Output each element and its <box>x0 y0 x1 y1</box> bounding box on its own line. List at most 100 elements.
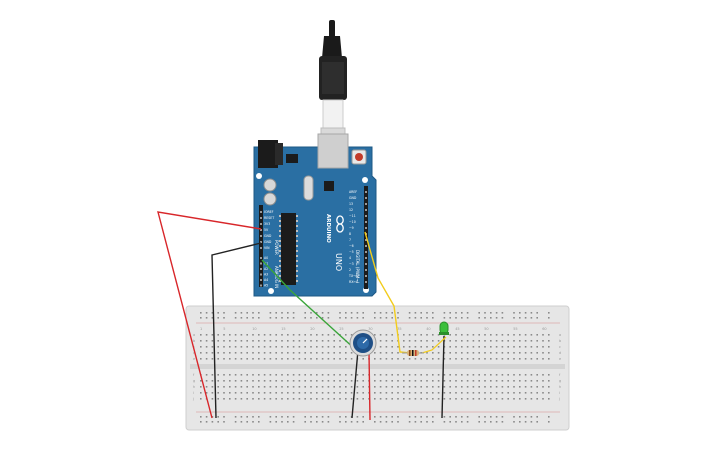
brand-logo-text: ARDUINO <box>325 214 331 243</box>
breadboard-column-number: 30 <box>368 327 372 331</box>
breadboard-row-letter: g <box>559 379 561 383</box>
breadboard-column-number: 25 <box>339 327 343 331</box>
breadboard-column-number: 50 <box>484 327 488 331</box>
header-pin[interactable] <box>365 281 367 283</box>
breadboard-row-letter: b <box>559 339 562 343</box>
pin-label: ~5 <box>349 250 354 254</box>
pin-label: GND <box>264 240 272 244</box>
header-pin[interactable] <box>365 275 367 277</box>
breadboard-row-letter: h <box>193 385 195 389</box>
breadboard-column-number: 5 <box>223 327 225 331</box>
pin-label: ~10 <box>349 220 356 224</box>
pin-label: 4 <box>349 256 351 260</box>
header-pin[interactable] <box>365 215 367 217</box>
header-pin[interactable] <box>260 241 262 243</box>
header-pin[interactable] <box>365 239 367 241</box>
pin-label: 5V <box>264 228 269 232</box>
breadboard-row-letter: j <box>558 397 560 401</box>
breadboard-column-number: 1 <box>200 327 202 331</box>
reset-button[interactable] <box>355 153 363 161</box>
power-analog-header <box>259 205 263 287</box>
breadboard-row-letter: e <box>559 357 561 361</box>
pin-label: IOREF <box>264 210 274 214</box>
header-pin[interactable] <box>260 229 262 231</box>
breadboard-column-number: 20 <box>310 327 314 331</box>
pot-black-lead[interactable] <box>351 349 359 419</box>
atmega-chip <box>279 213 298 285</box>
analog-section-label: ANALOG IN <box>274 266 279 288</box>
header-pin[interactable] <box>260 257 262 259</box>
header-pin[interactable] <box>365 245 367 247</box>
header-pin[interactable] <box>260 235 262 237</box>
power-section-label: POWER <box>274 240 279 255</box>
led-cathode-lead[interactable] <box>441 335 445 419</box>
breadboard-column-number: 60 <box>542 327 546 331</box>
pin-label: 13 <box>349 202 353 206</box>
header-pin[interactable] <box>365 191 367 193</box>
pin-label: 12 <box>349 208 353 212</box>
header-pin[interactable] <box>365 209 367 211</box>
breadboard-column-number: 45 <box>455 327 459 331</box>
breadboard-row-letter: c <box>559 345 561 349</box>
pin-label: 3V3 <box>264 222 270 226</box>
header-pin[interactable] <box>260 268 262 270</box>
breadboard-column-number: 55 <box>513 327 517 331</box>
header-pin[interactable] <box>365 251 367 253</box>
header-pin[interactable] <box>260 279 262 281</box>
breadboard-row-letter: a <box>559 333 561 337</box>
breadboard-row-letter: e <box>193 357 195 361</box>
header-pin[interactable] <box>365 203 367 205</box>
header-pin[interactable] <box>260 247 262 249</box>
header-pin[interactable] <box>365 263 367 265</box>
pot-red-lead[interactable] <box>368 351 371 421</box>
pin-label: A2 <box>264 267 268 271</box>
breadboard-row-letter: b <box>193 339 196 343</box>
led-anode-lead[interactable] <box>421 336 447 354</box>
breadboard-row-letter: a <box>193 333 195 337</box>
breadboard-column-number: 35 <box>397 327 401 331</box>
breadboard-row-letter: d <box>559 351 561 355</box>
header-pin[interactable] <box>260 262 262 265</box>
breadboard-column-number: 10 <box>252 327 256 331</box>
header-pin[interactable] <box>365 197 367 199</box>
breadboard-row-letter: j <box>192 397 194 401</box>
breadboard-row-letter: i <box>559 391 560 395</box>
header-pin[interactable] <box>260 284 262 287</box>
header-pin[interactable] <box>260 211 262 213</box>
header-pin[interactable] <box>260 217 262 219</box>
breadboard-column-number: 40 <box>426 327 430 331</box>
pin-label: VIN <box>264 246 270 250</box>
header-pin[interactable] <box>365 269 367 271</box>
digital-section-label: DIGITAL (PWM~) <box>355 250 360 284</box>
header-pin[interactable] <box>365 257 367 259</box>
breadboard-column-number: 15 <box>281 327 285 331</box>
pin-label: ~6 <box>349 244 354 248</box>
wires <box>157 211 447 421</box>
infinity-logo <box>336 215 344 233</box>
header-pin[interactable] <box>260 223 262 225</box>
pin-label: GND <box>349 196 357 200</box>
pin-label: A4 <box>264 278 268 282</box>
green-led[interactable] <box>439 321 449 335</box>
pin-label: RX←0 <box>349 280 358 284</box>
yellow-wire-pin9[interactable] <box>364 231 411 354</box>
model-label: UNO <box>334 253 343 271</box>
red-wire-5v[interactable] <box>157 211 262 419</box>
header-pin[interactable] <box>260 273 262 276</box>
black-wire-gnd[interactable] <box>211 242 262 419</box>
pin-label: 8 <box>349 232 351 236</box>
pin-label: A5 <box>264 284 268 288</box>
breadboard-row-letter: g <box>193 379 195 383</box>
potentiometer[interactable] <box>349 329 377 357</box>
green-wire-a0[interactable] <box>261 259 357 351</box>
pin-label: ~11 <box>349 214 356 218</box>
pin-label: 7 <box>349 238 351 242</box>
resistor[interactable] <box>402 350 424 356</box>
header-pin[interactable] <box>365 221 367 223</box>
header-pin[interactable] <box>365 227 367 229</box>
